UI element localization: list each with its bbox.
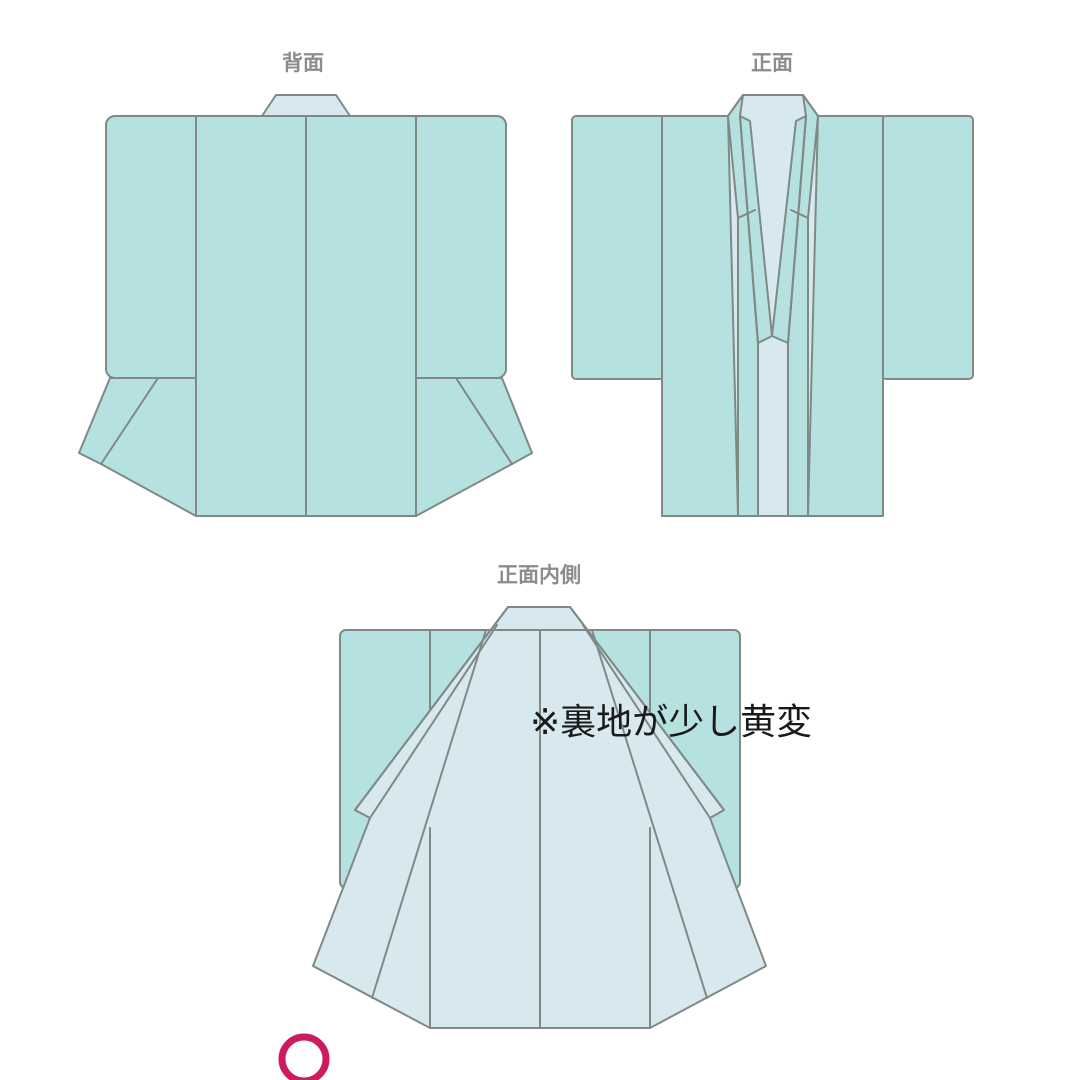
inside-left-gusset (371, 629, 487, 999)
front-right-collar-edge (787, 115, 807, 344)
back-view (78, 94, 533, 517)
marker-circle (278, 1033, 330, 1080)
back-right-gusset-seam (455, 377, 513, 465)
front-inside-view-label: 正面内側 (497, 563, 581, 587)
inside-right-gusset (591, 629, 708, 999)
front-right-sleeve (881, 115, 974, 380)
front-left-collar-edge (739, 115, 759, 344)
lining-yellowing-note: ※裏地が少し黄変 (530, 702, 813, 743)
back-left-skirt (78, 377, 197, 517)
back-left-gusset-seam (100, 377, 159, 465)
front-right-lapel-join (790, 209, 809, 219)
front-left-lapel-join (737, 209, 756, 219)
inside-left-collar-inner (369, 624, 498, 819)
front-view (571, 94, 974, 517)
back-collar (261, 94, 351, 117)
back-right-skirt (415, 377, 533, 517)
front-inside-view (312, 606, 767, 1029)
inside-right-collar-inner (582, 624, 711, 819)
back-view-label: 背面 (282, 51, 324, 75)
front-view-label: 正面 (751, 51, 793, 75)
front-left-sleeve (571, 115, 665, 380)
